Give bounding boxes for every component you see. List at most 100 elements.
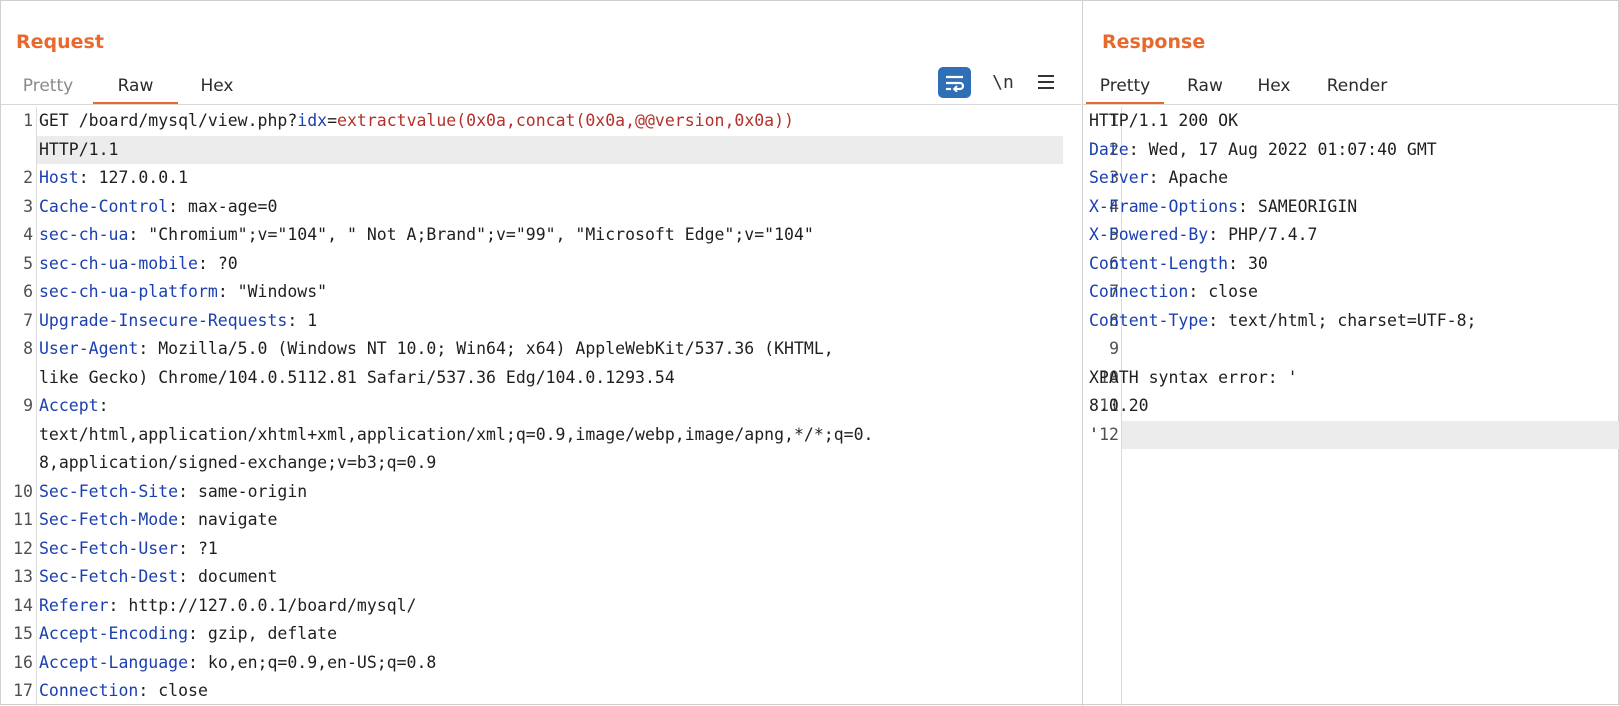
- code-text: GET /board/mysql/view.php?: [39, 111, 298, 130]
- line-content: sec-ch-ua: "Chromium";v="104", " Not A;B…: [39, 221, 814, 250]
- header-name: X-Powered-By: [1089, 225, 1209, 244]
- code-text: : same-origin: [178, 481, 308, 501]
- word-wrap-button[interactable]: [938, 67, 971, 98]
- response-tab-hex[interactable]: Hex: [1257, 76, 1291, 96]
- code-text: : max-age=0: [168, 196, 278, 216]
- header-name: Accept-Encoding: [39, 624, 189, 643]
- line-number: 7: [23, 310, 33, 330]
- current-line-highlight: [1122, 420, 1619, 449]
- code-text: like Gecko) Chrome/104.0.5112.81 Safari/…: [39, 367, 675, 387]
- line-number: 5: [23, 253, 33, 273]
- code-text: : ?1: [178, 538, 218, 558]
- code-text: : navigate: [178, 510, 278, 529]
- line-number: 8: [23, 339, 33, 358]
- response-tab-render[interactable]: Render: [1326, 76, 1388, 96]
- header-name: idx: [297, 111, 328, 130]
- header-name: Accept: [39, 396, 99, 415]
- request-code-line: 7 Upgrade-Insecure-Requests: 1: [1, 307, 1081, 336]
- line-content: Accept-Language: ko,en;q=0.9,en-US;q=0.8: [39, 649, 436, 678]
- response-gutter-divider: [1121, 107, 1122, 706]
- line-content: Cache-Control: max-age=0: [39, 193, 277, 222]
- line-content: Accept:: [39, 392, 109, 421]
- response-tab-raw[interactable]: Raw: [1187, 76, 1223, 96]
- header-name: Upgrade-Insecure-Requests: [39, 310, 288, 330]
- request-tab-raw[interactable]: Raw: [93, 71, 178, 105]
- header-name: Content-Type: [1089, 310, 1209, 330]
- request-tab-hex[interactable]: Hex: [200, 76, 234, 96]
- header-name: sec-ch-ua-platform: [39, 282, 218, 301]
- code-text: : ?0: [197, 253, 238, 273]
- header-name: Server: [1089, 168, 1149, 187]
- show-newlines-button[interactable]: \n: [992, 71, 1014, 93]
- line-number: 6: [23, 282, 33, 301]
- code-text: : 1: [287, 310, 318, 330]
- line-number: 12: [13, 538, 33, 558]
- code-text: : Wed, 17 Aug 2022 01:07:40 GMT: [1128, 139, 1437, 159]
- line-number: 9: [1109, 339, 1119, 358]
- code-text: HTTP/1.1 200 OK: [1089, 111, 1239, 130]
- header-name: User-Agent: [39, 339, 139, 358]
- line-number: 1: [1109, 111, 1119, 130]
- line-number: 12: [1099, 424, 1119, 444]
- line-number: 16: [13, 652, 33, 672]
- response-code-line: 9: [1083, 335, 1619, 364]
- line-content: Sec-Fetch-Mode: navigate: [39, 506, 277, 535]
- code-text: : 30: [1228, 253, 1268, 273]
- code-text: : PHP/7.4.7: [1208, 225, 1318, 244]
- header-name: Content-Length: [1089, 253, 1229, 273]
- code-text: : text/html; charset=UTF-8;: [1208, 310, 1477, 330]
- line-number: 9: [23, 396, 33, 415]
- request-code-line: 12 Sec-Fetch-User: ?1: [1, 535, 1081, 564]
- header-name: Referer: [39, 595, 109, 615]
- header-name: Sec-Fetch-Mode: [39, 510, 179, 529]
- code-text: : ko,en;q=0.9,en-US;q=0.8: [188, 652, 437, 672]
- header-name: X-Frame-Options: [1089, 196, 1239, 216]
- response-tabs: Pretty Raw Hex Render: [1083, 71, 1619, 105]
- line-number: 2: [1109, 139, 1119, 159]
- line-content: Sec-Fetch-Site: same-origin: [39, 478, 307, 507]
- response-tab-pretty[interactable]: Pretty: [1086, 71, 1164, 105]
- line-content: Connection: close: [39, 677, 208, 706]
- request-tabs: Pretty Raw Hex: [1, 71, 1081, 105]
- line-number: 8: [1109, 310, 1119, 330]
- line-content: 8.0.20: [1089, 392, 1149, 421]
- line-number: 15: [13, 624, 33, 643]
- line-content: Content-Length: 30: [1089, 250, 1268, 279]
- line-number: 6: [1109, 253, 1119, 273]
- response-title: Response: [1102, 31, 1206, 53]
- request-code-line: text/html,application/xhtml+xml,applicat…: [1, 421, 1081, 450]
- header-name: Sec-Fetch-Dest: [39, 567, 179, 586]
- options-menu-button[interactable]: [1034, 67, 1058, 97]
- line-content: User-Agent: Mozilla/5.0 (Windows NT 10.0…: [39, 335, 834, 364]
- header-name: Date: [1089, 139, 1129, 159]
- header-name: Sec-Fetch-User: [39, 538, 179, 558]
- line-content: sec-ch-ua-mobile: ?0: [39, 250, 238, 279]
- request-code-line: 8 User-Agent: Mozilla/5.0 (Windows NT 10.…: [1, 335, 1081, 364]
- code-text: =: [327, 111, 338, 130]
- line-content: X-Frame-Options: SAMEORIGIN: [1089, 193, 1357, 222]
- request-tab-pretty[interactable]: Pretty: [22, 76, 74, 96]
- request-code-line: HTTP/1.1: [1, 135, 1081, 164]
- code-text: 8.0.20: [1089, 396, 1149, 415]
- request-code-line: like Gecko) Chrome/104.0.5112.81 Safari/…: [1, 364, 1081, 393]
- line-number: 1: [23, 111, 33, 130]
- code-text: text/html,application/xhtml+xml,applicat…: [39, 424, 874, 444]
- line-number: 5: [1109, 225, 1119, 244]
- line-number: 11: [13, 510, 33, 529]
- request-code-line: 11 Sec-Fetch-Mode: navigate: [1, 506, 1081, 535]
- request-code-line: 9 Accept:: [1, 392, 1081, 421]
- line-content: Sec-Fetch-Dest: document: [39, 563, 277, 592]
